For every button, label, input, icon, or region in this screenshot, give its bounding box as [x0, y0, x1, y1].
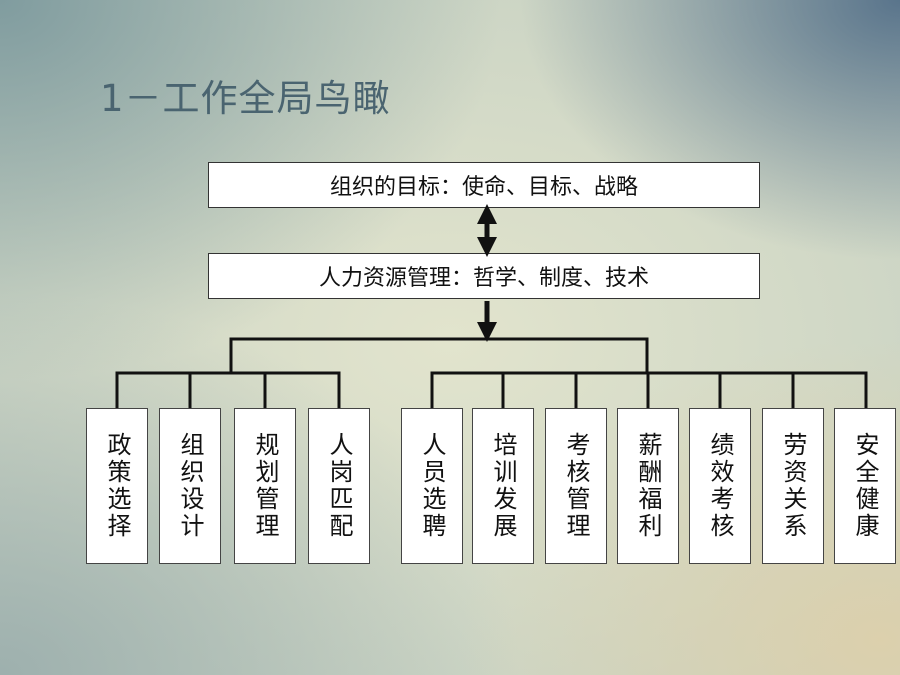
leaf-performance: 绩效考核	[689, 408, 751, 564]
hr-management-label: 人力资源管理：哲学、制度、技术	[318, 266, 649, 291]
leaf-label: 人岗匹配	[325, 432, 353, 540]
leaf-label: 规划管理	[251, 432, 279, 540]
leaf-label: 组织设计	[176, 432, 204, 540]
leaf-compensation: 薪酬福利	[617, 408, 679, 564]
left-group-bar	[115, 371, 341, 408]
leaf-label: 政策选择	[103, 432, 131, 540]
leaf-label: 考核管理	[562, 432, 590, 540]
leaf-label: 安全健康	[851, 432, 879, 540]
leaf-label: 人员选聘	[418, 432, 446, 540]
leaf-training: 培训发展	[472, 408, 534, 564]
branch-bar	[229, 337, 649, 372]
leaf-safety-health: 安全健康	[834, 408, 896, 564]
org-goal-label: 组织的目标：使命、目标、战略	[329, 175, 638, 200]
leaf-assessment: 考核管理	[545, 408, 607, 564]
leaf-label: 培训发展	[489, 432, 517, 540]
leaf-label: 劳资关系	[779, 432, 807, 540]
page-title: 1－工作全局鸟瞰	[100, 77, 391, 120]
leaf-policy-selection: 政策选择	[86, 408, 148, 564]
leaf-label: 绩效考核	[706, 432, 734, 540]
leaf-recruitment: 人员选聘	[401, 408, 463, 564]
leaf-job-matching: 人岗匹配	[308, 408, 370, 564]
leaf-org-design: 组织设计	[159, 408, 221, 564]
leaf-planning: 规划管理	[234, 408, 296, 564]
right-group-bar	[430, 371, 868, 408]
leaf-label: 薪酬福利	[634, 432, 662, 540]
leaf-labor-relations: 劳资关系	[762, 408, 824, 564]
org-goal-box: 组织的目标：使命、目标、战略	[208, 162, 760, 208]
